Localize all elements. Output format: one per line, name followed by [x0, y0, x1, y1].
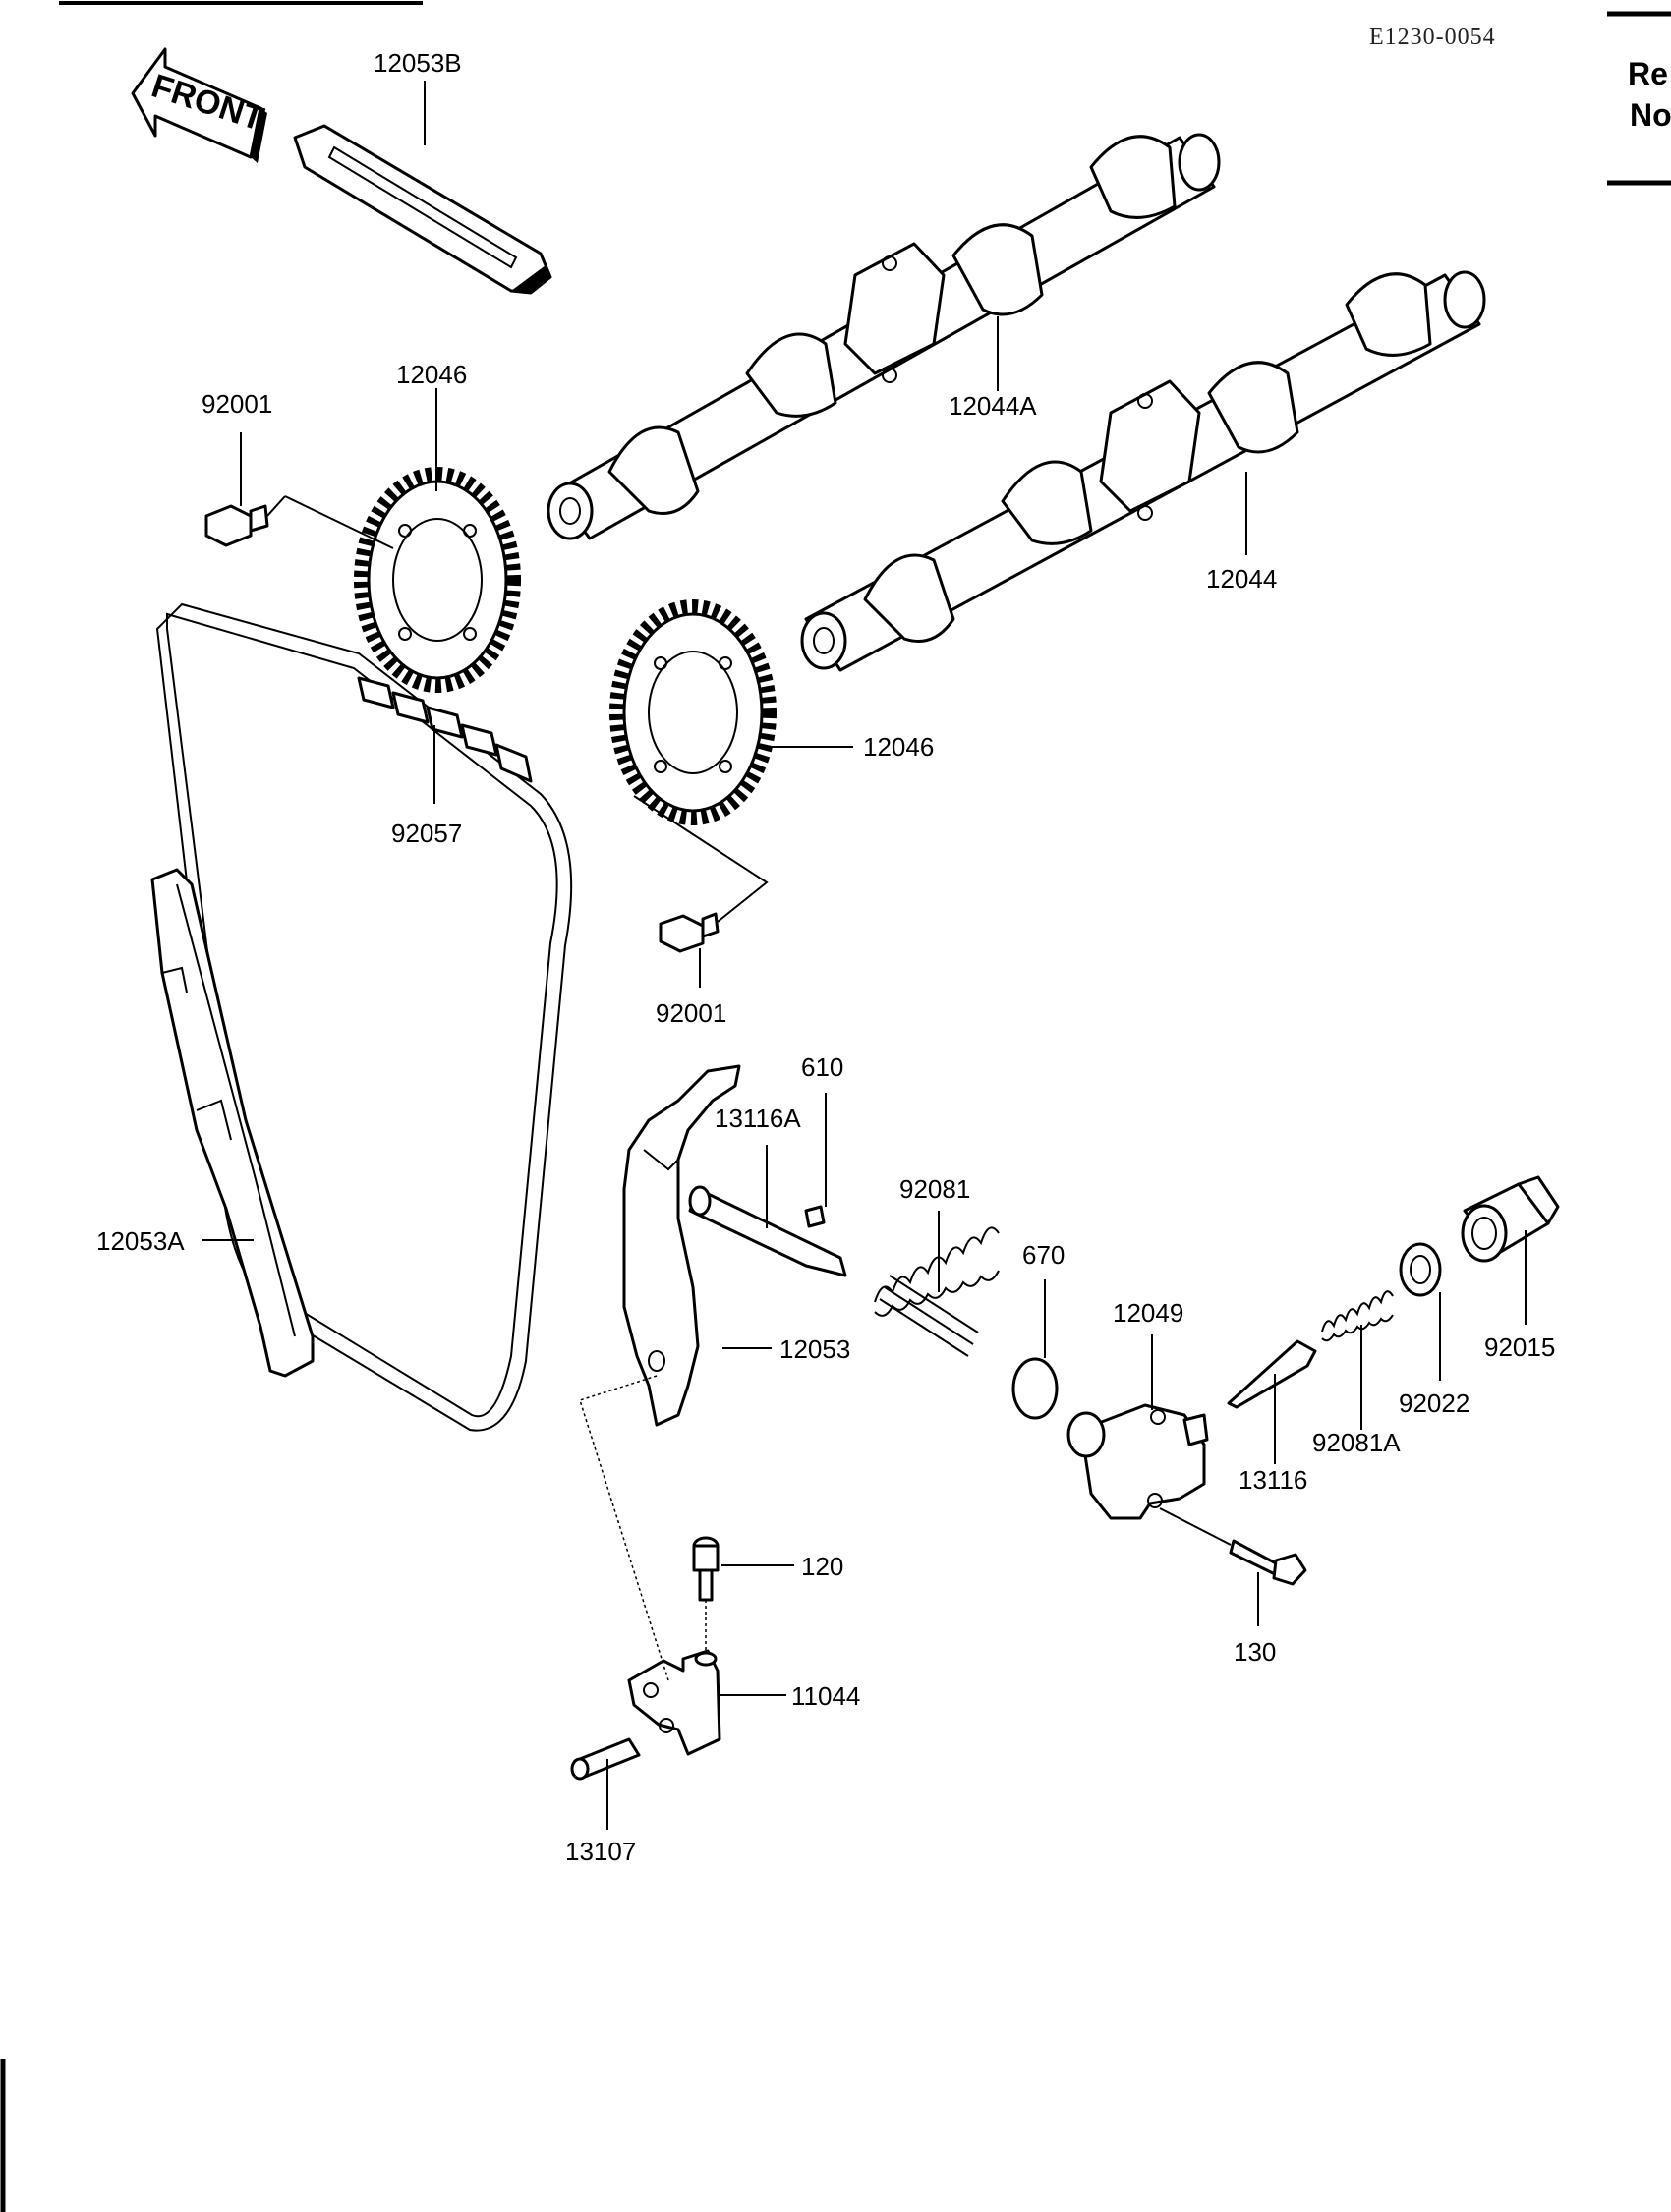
label-pin: 13107	[565, 1837, 636, 1866]
label-camshaft-upper: 12044A	[949, 391, 1037, 421]
label-spring-small: 92081A	[1312, 1428, 1401, 1457]
plunger-part	[1227, 1339, 1317, 1409]
label-chain: 92057	[391, 819, 462, 848]
guide-front-part	[150, 868, 315, 1378]
label-guide-front: 12053A	[96, 1226, 185, 1256]
bolt-lower-part	[633, 795, 769, 953]
label-camshaft-lower: 12044	[1206, 564, 1277, 594]
label-plunger: 13116	[1239, 1465, 1307, 1495]
side-text-1: Re	[1628, 56, 1668, 91]
side-text-2: No	[1630, 97, 1671, 133]
label-sprocket-upper: 12046	[396, 360, 467, 389]
label-bracket: 11044	[791, 1681, 860, 1711]
camshaft-upper-part	[547, 133, 1221, 540]
label-guide-rear: 12053	[779, 1334, 850, 1364]
oring-part	[1011, 1357, 1059, 1420]
chain-links-icon	[357, 676, 533, 783]
label-bolt-tensioner: 130	[1234, 1637, 1276, 1667]
front-arrow-icon: FRONT	[131, 47, 268, 163]
cap-part	[1461, 1175, 1560, 1263]
label-guide-top: 12053B	[374, 48, 462, 78]
spring-large-part	[874, 1226, 1000, 1357]
tensioner-body-part	[1066, 1403, 1209, 1520]
bracket-part	[627, 1649, 721, 1756]
guide-rear-part	[622, 1064, 741, 1427]
pin-part	[570, 1737, 641, 1781]
spring-small-part	[1321, 1290, 1394, 1342]
label-spring-large: 92081	[899, 1174, 970, 1204]
pin-tensioner-part	[688, 1185, 847, 1277]
label-sprocket-lower: 12046	[863, 732, 934, 762]
washer-part	[1399, 1242, 1442, 1297]
label-screw: 120	[801, 1552, 843, 1581]
label-oring: 670	[1022, 1240, 1065, 1270]
reference-code: E1230-0054	[1369, 25, 1496, 50]
sprocket-upper-part	[354, 467, 521, 693]
label-oring-small: 610	[801, 1052, 843, 1082]
label-bolt-upper: 92001	[202, 389, 272, 419]
label-tensioner-body: 12049	[1113, 1298, 1183, 1328]
label-pin-tensioner: 13116A	[715, 1104, 801, 1133]
screw-part	[692, 1536, 720, 1602]
bolt-upper-part	[204, 495, 394, 549]
guide-top-part	[293, 124, 552, 295]
label-bolt-lower: 92001	[656, 998, 726, 1028]
sprocket-lower-part	[609, 599, 777, 825]
label-cap: 92015	[1484, 1333, 1555, 1362]
camshaft-lower-part	[800, 270, 1486, 672]
label-washer: 92022	[1399, 1389, 1469, 1418]
leader-lines	[202, 81, 1527, 1830]
bolt-tensioner-part	[1159, 1507, 1307, 1586]
